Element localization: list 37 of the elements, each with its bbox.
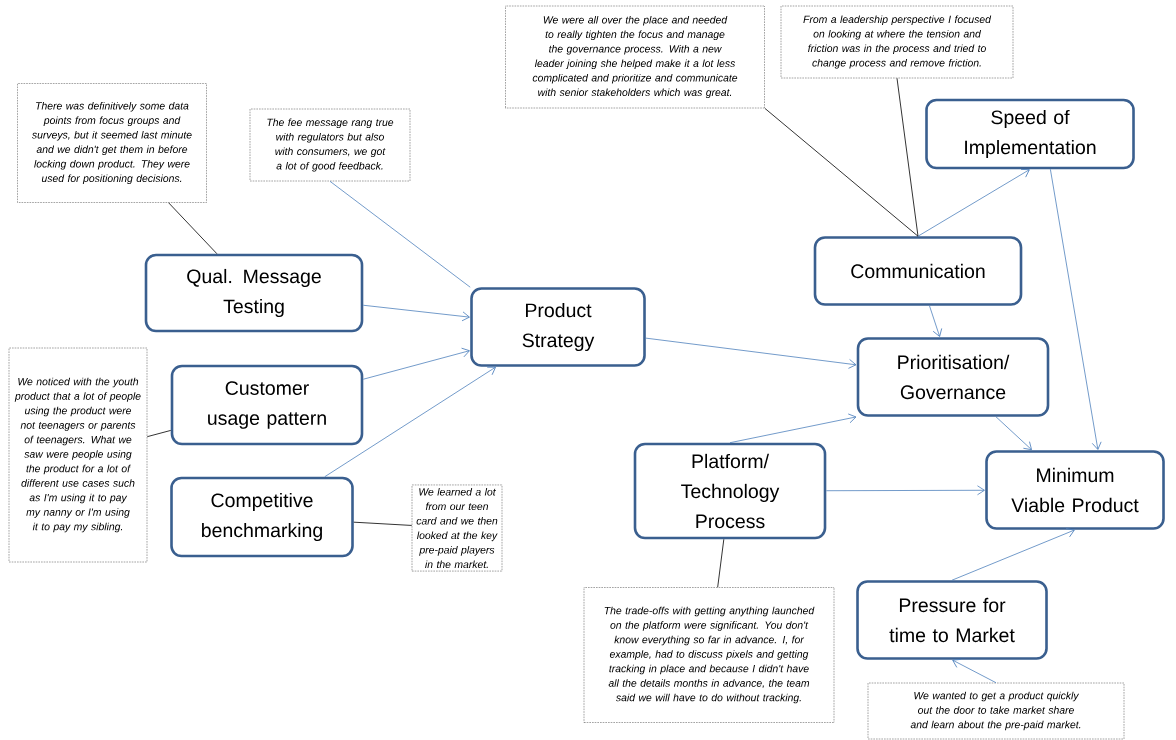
- process-box: Platform/ Technology Process: [633, 442, 827, 540]
- quote-note: We noticed with the youth product that a lot of people using the product were not teenagers or parents of teenagers. What we saw were people using the product for a lot of different use cases such as I'm using it to pay my nanny or I'm using it to pay my sibling.: [8, 347, 148, 563]
- arrow: [645, 337, 857, 369]
- process-box: Minimum Viable Product: [985, 450, 1165, 530]
- arrow: [917, 169, 1030, 237]
- arrow: [362, 347, 470, 380]
- quote-note: From a leadership perspective I focused on looking at where the tension and friction was in the process and tried to change process and remove friction.: [780, 5, 1014, 79]
- leader-line: [717, 538, 725, 588]
- leader-line: [353, 521, 413, 526]
- quote-note: We wanted to get a product quickly out the door to take market share and learn about the pre-paid market.: [867, 682, 1125, 740]
- process-box: Pressure for time to Market: [856, 580, 1048, 660]
- quote-note: We were all over the place and needed to really tighten the focus and manage the governance process. With a new leader joining she helped make it a lot less complicated and prioritize and communicate with senior stakeholders which was great.: [505, 5, 765, 109]
- process-box: Customer usage pattern: [170, 364, 364, 446]
- leader-line: [168, 202, 218, 255]
- leader-line: [896, 77, 919, 237]
- leader-line: [146, 430, 172, 438]
- arrow: [951, 528, 1075, 581]
- quote-note: There was definitively some data points from focus groups and surveys, but it seemed last minute and we didn't get them in before locking down product. They were used for positioning decisions.: [17, 83, 207, 203]
- quote-note: We learned a lot from our teen card and we then looked at the key pre-paid players in the market.: [411, 484, 503, 572]
- process-box: Prioritisation/ Governance: [856, 337, 1050, 417]
- process-box: Product Strategy: [470, 287, 646, 367]
- arrow: [929, 305, 943, 337]
- arrow: [825, 485, 985, 496]
- process-box: Competitive benchmarking: [170, 476, 354, 558]
- arrow: [729, 413, 857, 444]
- quote-note: The fee message rang true with regulators but also with consumers, we got a lot of good feedback.: [249, 108, 411, 182]
- arrow: [324, 366, 496, 478]
- process-box: Qual. Message Testing: [144, 253, 364, 333]
- arrow: [1050, 168, 1102, 450]
- leader-line: [764, 107, 919, 237]
- arrow: [952, 659, 997, 684]
- quote-note: The trade-offs with getting anything launched on the platform were significant. You don't know everything so far in advance. I, for example, had to discuss pixels and getting tracking in place and because I didn't have all the details months in advance, the team said we will have to do without tracking.: [583, 587, 835, 723]
- arrow: [995, 416, 1032, 451]
- arrow: [362, 304, 470, 322]
- process-box: Communication: [813, 236, 1023, 306]
- process-box: Speed of Implementation: [925, 98, 1135, 170]
- leader-line: [329, 180, 471, 288]
